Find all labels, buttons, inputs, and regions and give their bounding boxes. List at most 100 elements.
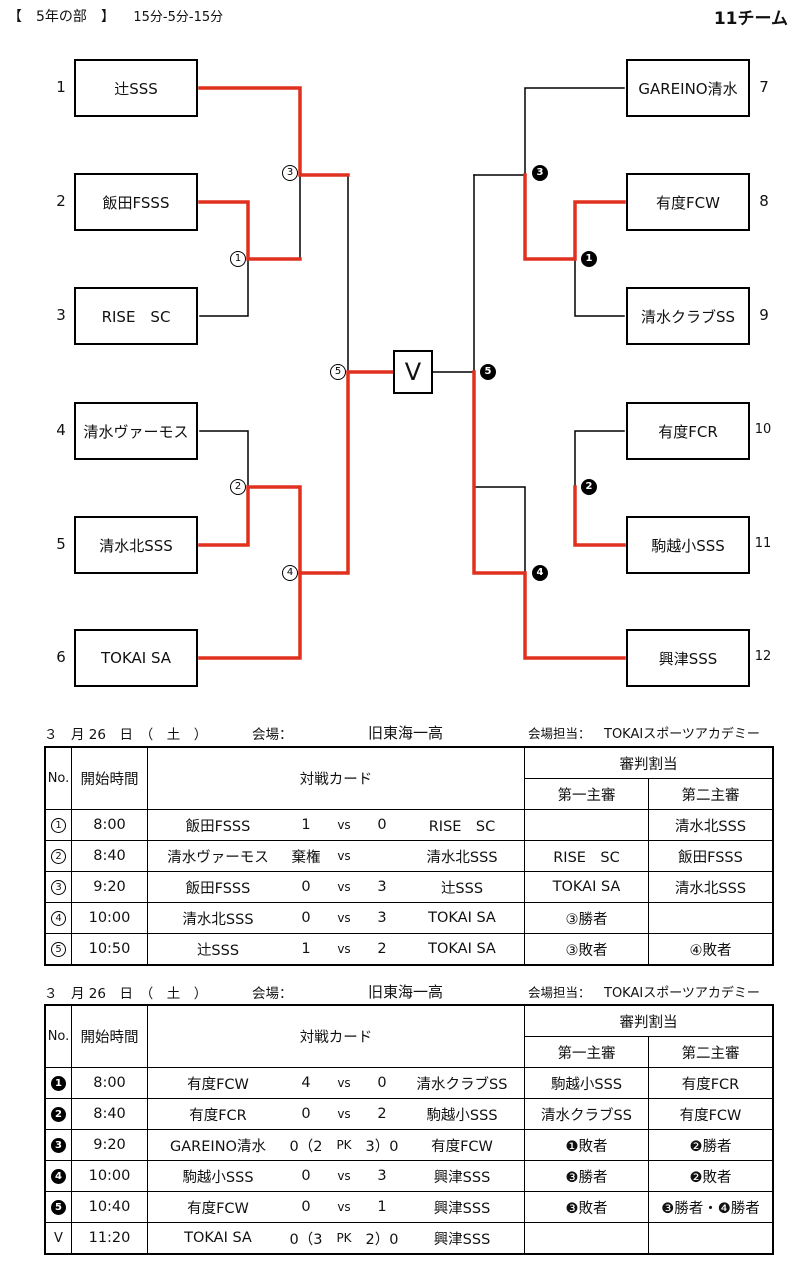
score-b: 3 bbox=[377, 1168, 387, 1184]
match-marker: 5 bbox=[330, 364, 346, 380]
team-b: 興津SSS bbox=[433, 1231, 491, 1248]
score-b: 0 bbox=[377, 1075, 387, 1091]
team-b: TOKAI SA bbox=[428, 941, 496, 957]
match-no-cell: 3 bbox=[44, 1129, 72, 1161]
venue-name: 旧東海一高 bbox=[368, 724, 444, 742]
referee-1: ③勝者 bbox=[524, 902, 649, 934]
line-m1-loser bbox=[199, 258, 249, 317]
venue-label: 会場： bbox=[252, 986, 293, 1002]
line-m3-winner bbox=[198, 86, 350, 177]
col-card-header: 対戦カード bbox=[147, 1004, 525, 1068]
line-m2b-winner bbox=[573, 485, 626, 547]
score-a: 0 bbox=[301, 1199, 311, 1215]
final-box: V bbox=[393, 350, 433, 394]
match-marker: 1 bbox=[230, 251, 246, 267]
vs-label: vs bbox=[337, 849, 351, 863]
line-m2-upper bbox=[199, 430, 249, 488]
line-m4b-winner bbox=[472, 370, 626, 660]
match-no-cell: 3 bbox=[44, 871, 72, 903]
score-a: 1 bbox=[301, 941, 311, 957]
match-marker: 1 bbox=[581, 251, 597, 267]
match-no: 3 bbox=[51, 1137, 66, 1153]
line-m1b-winner bbox=[523, 173, 626, 261]
team-a: TOKAI SA bbox=[184, 1230, 252, 1246]
team-box: 有度FCW bbox=[626, 173, 750, 231]
line-m4-winner bbox=[198, 370, 395, 660]
match-no-cell: 4 bbox=[44, 1160, 72, 1192]
score-a: 4 bbox=[301, 1075, 311, 1091]
score-b: 3）0 bbox=[365, 1138, 399, 1155]
start-time: 8:00 bbox=[71, 809, 148, 841]
seed-7: 7 bbox=[759, 78, 769, 96]
team-b: 清水クラブSS bbox=[416, 1076, 508, 1093]
col-card-header: 対戦カード bbox=[147, 746, 525, 810]
seed-3: 3 bbox=[56, 306, 66, 324]
start-time: 8:00 bbox=[71, 1067, 148, 1099]
referee-1: 駒越小SSS bbox=[524, 1067, 649, 1099]
col-time-header: 開始時間 bbox=[71, 746, 148, 810]
start-time: 9:20 bbox=[71, 871, 148, 903]
seed-6: 6 bbox=[56, 648, 66, 666]
team-b: 駒越小SSS bbox=[426, 1107, 498, 1124]
start-time: 8:40 bbox=[71, 840, 148, 872]
team-b: 興津SSS bbox=[433, 1169, 491, 1186]
match-no: 4 bbox=[51, 1168, 66, 1184]
start-time: 9:20 bbox=[71, 1129, 148, 1161]
vs-label: PK bbox=[336, 1138, 352, 1152]
referee-2: ④敗者 bbox=[648, 933, 774, 966]
team-a: 駒越小SSS bbox=[182, 1169, 254, 1186]
score-a: 1 bbox=[301, 817, 311, 833]
score-a: 0 bbox=[301, 1106, 311, 1122]
score-a: 棄権 bbox=[291, 849, 321, 866]
referee-2 bbox=[648, 1222, 774, 1255]
match-no-cell: 4 bbox=[44, 902, 72, 934]
referee-1: 清水クラブSS bbox=[524, 1098, 649, 1130]
score-a: 0 bbox=[301, 879, 311, 895]
match-marker: 2 bbox=[581, 479, 597, 495]
match-marker: 5 bbox=[480, 364, 496, 380]
referee-1: RISE SC bbox=[524, 840, 649, 872]
referee-2: 有度FCW bbox=[648, 1098, 774, 1130]
team-box: TOKAI SA bbox=[74, 629, 198, 687]
team-a: 清水ヴァーモス bbox=[167, 849, 269, 866]
score-a: 0 bbox=[301, 910, 311, 926]
vs-label: vs bbox=[337, 880, 351, 894]
col-no-header: No. bbox=[44, 1004, 72, 1068]
manager-name: TOKAIスポーツアカデミー bbox=[604, 727, 760, 742]
match-no: 2 bbox=[51, 848, 66, 864]
start-time: 8:40 bbox=[71, 1098, 148, 1130]
score-b: 3 bbox=[377, 910, 387, 926]
referee-2: ❸勝者・❹勝者 bbox=[648, 1191, 774, 1223]
team-a: 飯田FSSS bbox=[185, 880, 251, 897]
match-no: 1 bbox=[51, 1075, 66, 1091]
score-b: 3 bbox=[377, 879, 387, 895]
vs-label: vs bbox=[337, 911, 351, 925]
match-no: 2 bbox=[51, 1106, 66, 1122]
referee-1: ❶敗者 bbox=[524, 1129, 649, 1161]
seed-12: 12 bbox=[754, 649, 772, 664]
start-time: 11:20 bbox=[71, 1222, 148, 1255]
division-label: 【 5年の部 】 bbox=[8, 9, 115, 25]
bracket-lines bbox=[198, 86, 626, 660]
col-ref-header: 審判割当 bbox=[524, 1004, 774, 1037]
line-m2-winner bbox=[198, 485, 302, 575]
seed-5: 5 bbox=[56, 535, 66, 553]
col-time-header: 開始時間 bbox=[71, 1004, 148, 1068]
team-a: 清水北SSS bbox=[182, 911, 254, 928]
manager-name: TOKAIスポーツアカデミー bbox=[604, 986, 760, 1001]
seed-4: 4 bbox=[56, 421, 66, 439]
match-no-cell: 1 bbox=[44, 1067, 72, 1099]
match-no-cell: 1 bbox=[44, 809, 72, 841]
